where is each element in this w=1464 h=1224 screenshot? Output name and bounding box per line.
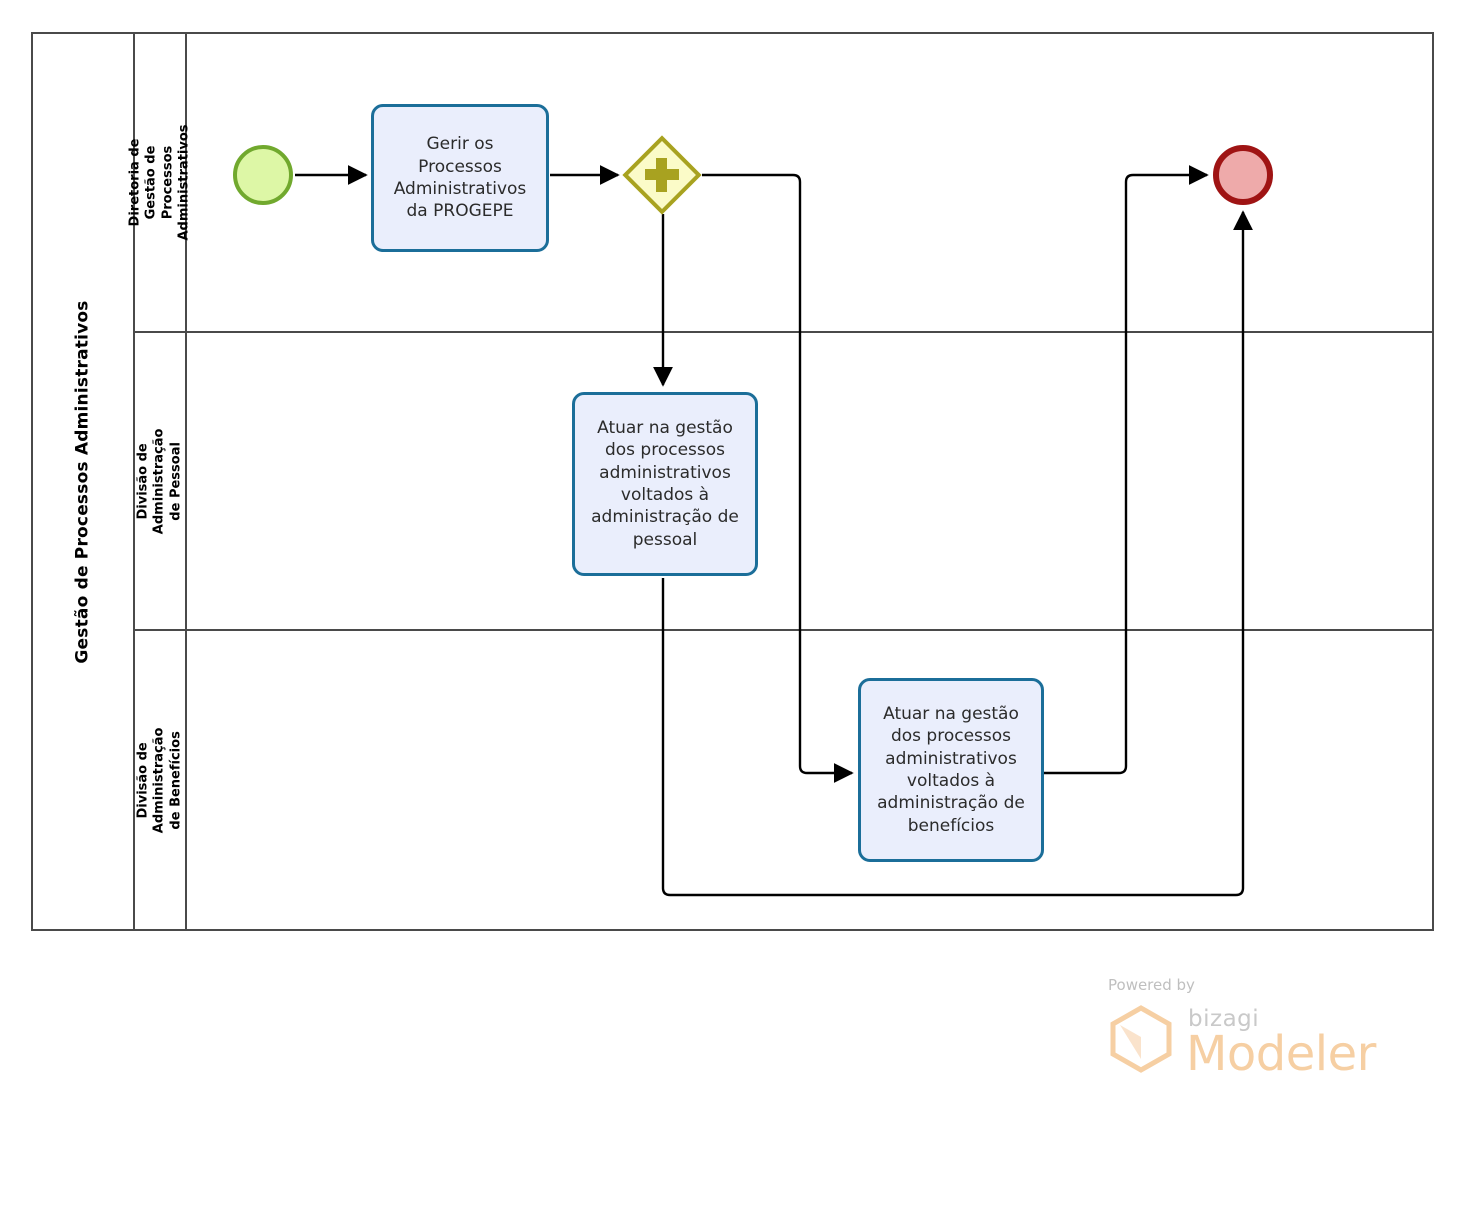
- lane-diretoria[interactable]: Diretoria de Gestão de Processos Adminis…: [128, 34, 1434, 331]
- bizagi-logo-icon: [1110, 1005, 1172, 1073]
- end-event[interactable]: [1213, 145, 1273, 205]
- modeler-wordmark: Modeler: [1186, 1026, 1376, 1082]
- lane-label-beneficios: Divisão de Administração de Benefícios: [135, 727, 184, 833]
- lane-header-diretoria: Diretoria de Gestão de Processos Adminis…: [128, 34, 191, 331]
- lane-header-beneficios: Divisão de Administração de Benefícios: [135, 631, 187, 929]
- lane-beneficios[interactable]: Divisão de Administração de Benefícios: [135, 631, 1434, 929]
- powered-by-label: Powered by: [1108, 976, 1195, 994]
- lane-label-pessoal: Divisão de Administração de Pessoal: [135, 428, 184, 534]
- task-gerir-processos[interactable]: Gerir os Processos Administrativos da PR…: [371, 104, 549, 252]
- task-atuar-pessoal[interactable]: Atuar na gestão dos processos administra…: [572, 392, 758, 576]
- lane-pessoal[interactable]: Divisão de Administração de Pessoal: [135, 331, 1434, 631]
- lane-label-diretoria: Diretoria de Gestão de Processos Adminis…: [127, 124, 192, 241]
- lane-header-pessoal: Divisão de Administração de Pessoal: [135, 333, 187, 629]
- task-atuar-beneficios[interactable]: Atuar na gestão dos processos administra…: [858, 678, 1044, 862]
- start-event[interactable]: [233, 145, 293, 205]
- pool-header: Gestão de Processos Administrativos: [33, 34, 135, 929]
- bizagi-branding: Powered by bizagi Modeler: [1106, 976, 1376, 1082]
- pool-title: Gestão de Processos Administrativos: [73, 299, 94, 664]
- bizagi-wordmark: bizagi: [1188, 1006, 1260, 1032]
- plus-icon-vertical: [656, 158, 667, 192]
- parallel-gateway[interactable]: [622, 135, 702, 215]
